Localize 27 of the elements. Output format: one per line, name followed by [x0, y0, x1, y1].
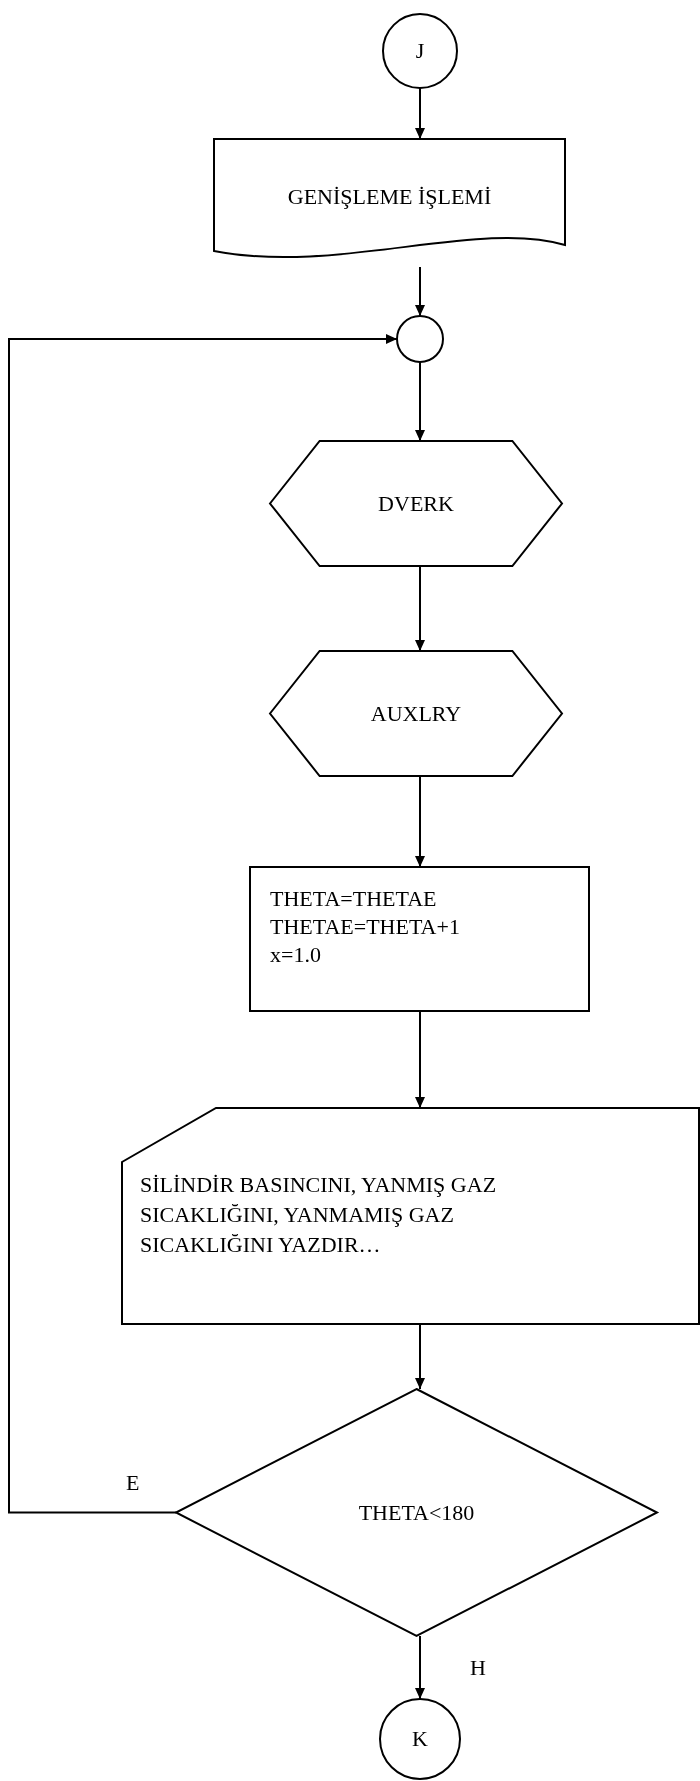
node-text: THETAE=THETA+1 — [270, 913, 460, 940]
node-text: GENİŞLEME İŞLEMİ — [286, 183, 493, 210]
node-text: AUXLRY — [369, 699, 463, 727]
node-text: THETA=THETAE — [270, 885, 437, 912]
arrow — [8, 334, 398, 1514]
node-text: DVERK — [377, 489, 455, 517]
decision-diamond — [176, 1389, 657, 1636]
arrow — [415, 1323, 425, 1390]
connector-circle — [383, 14, 457, 88]
node-text: THETA<180 — [357, 1498, 476, 1526]
arrow — [415, 775, 425, 868]
junction-circle — [397, 316, 443, 362]
connector-circle — [380, 1699, 460, 1779]
node-text: SİLİNDİR BASINCINI, YANMIŞ GAZ SICAKLIĞINI, YANMAMIŞ GAZ SICAKLIĞINI YAZDIR… — [140, 1171, 498, 1259]
arrow — [415, 1635, 425, 1700]
arrow — [415, 361, 425, 442]
process-box — [250, 867, 589, 1011]
arrow — [415, 87, 425, 140]
node-text: K — [411, 1725, 429, 1752]
manual-input-shape — [122, 1108, 699, 1324]
preparation-hexagon — [270, 441, 562, 566]
arrow — [415, 565, 425, 652]
arrow — [415, 1010, 425, 1109]
preparation-hexagon — [270, 651, 562, 776]
arrow — [415, 266, 425, 317]
node-text: x=1.0 — [270, 941, 321, 968]
node-text: J — [414, 37, 426, 64]
